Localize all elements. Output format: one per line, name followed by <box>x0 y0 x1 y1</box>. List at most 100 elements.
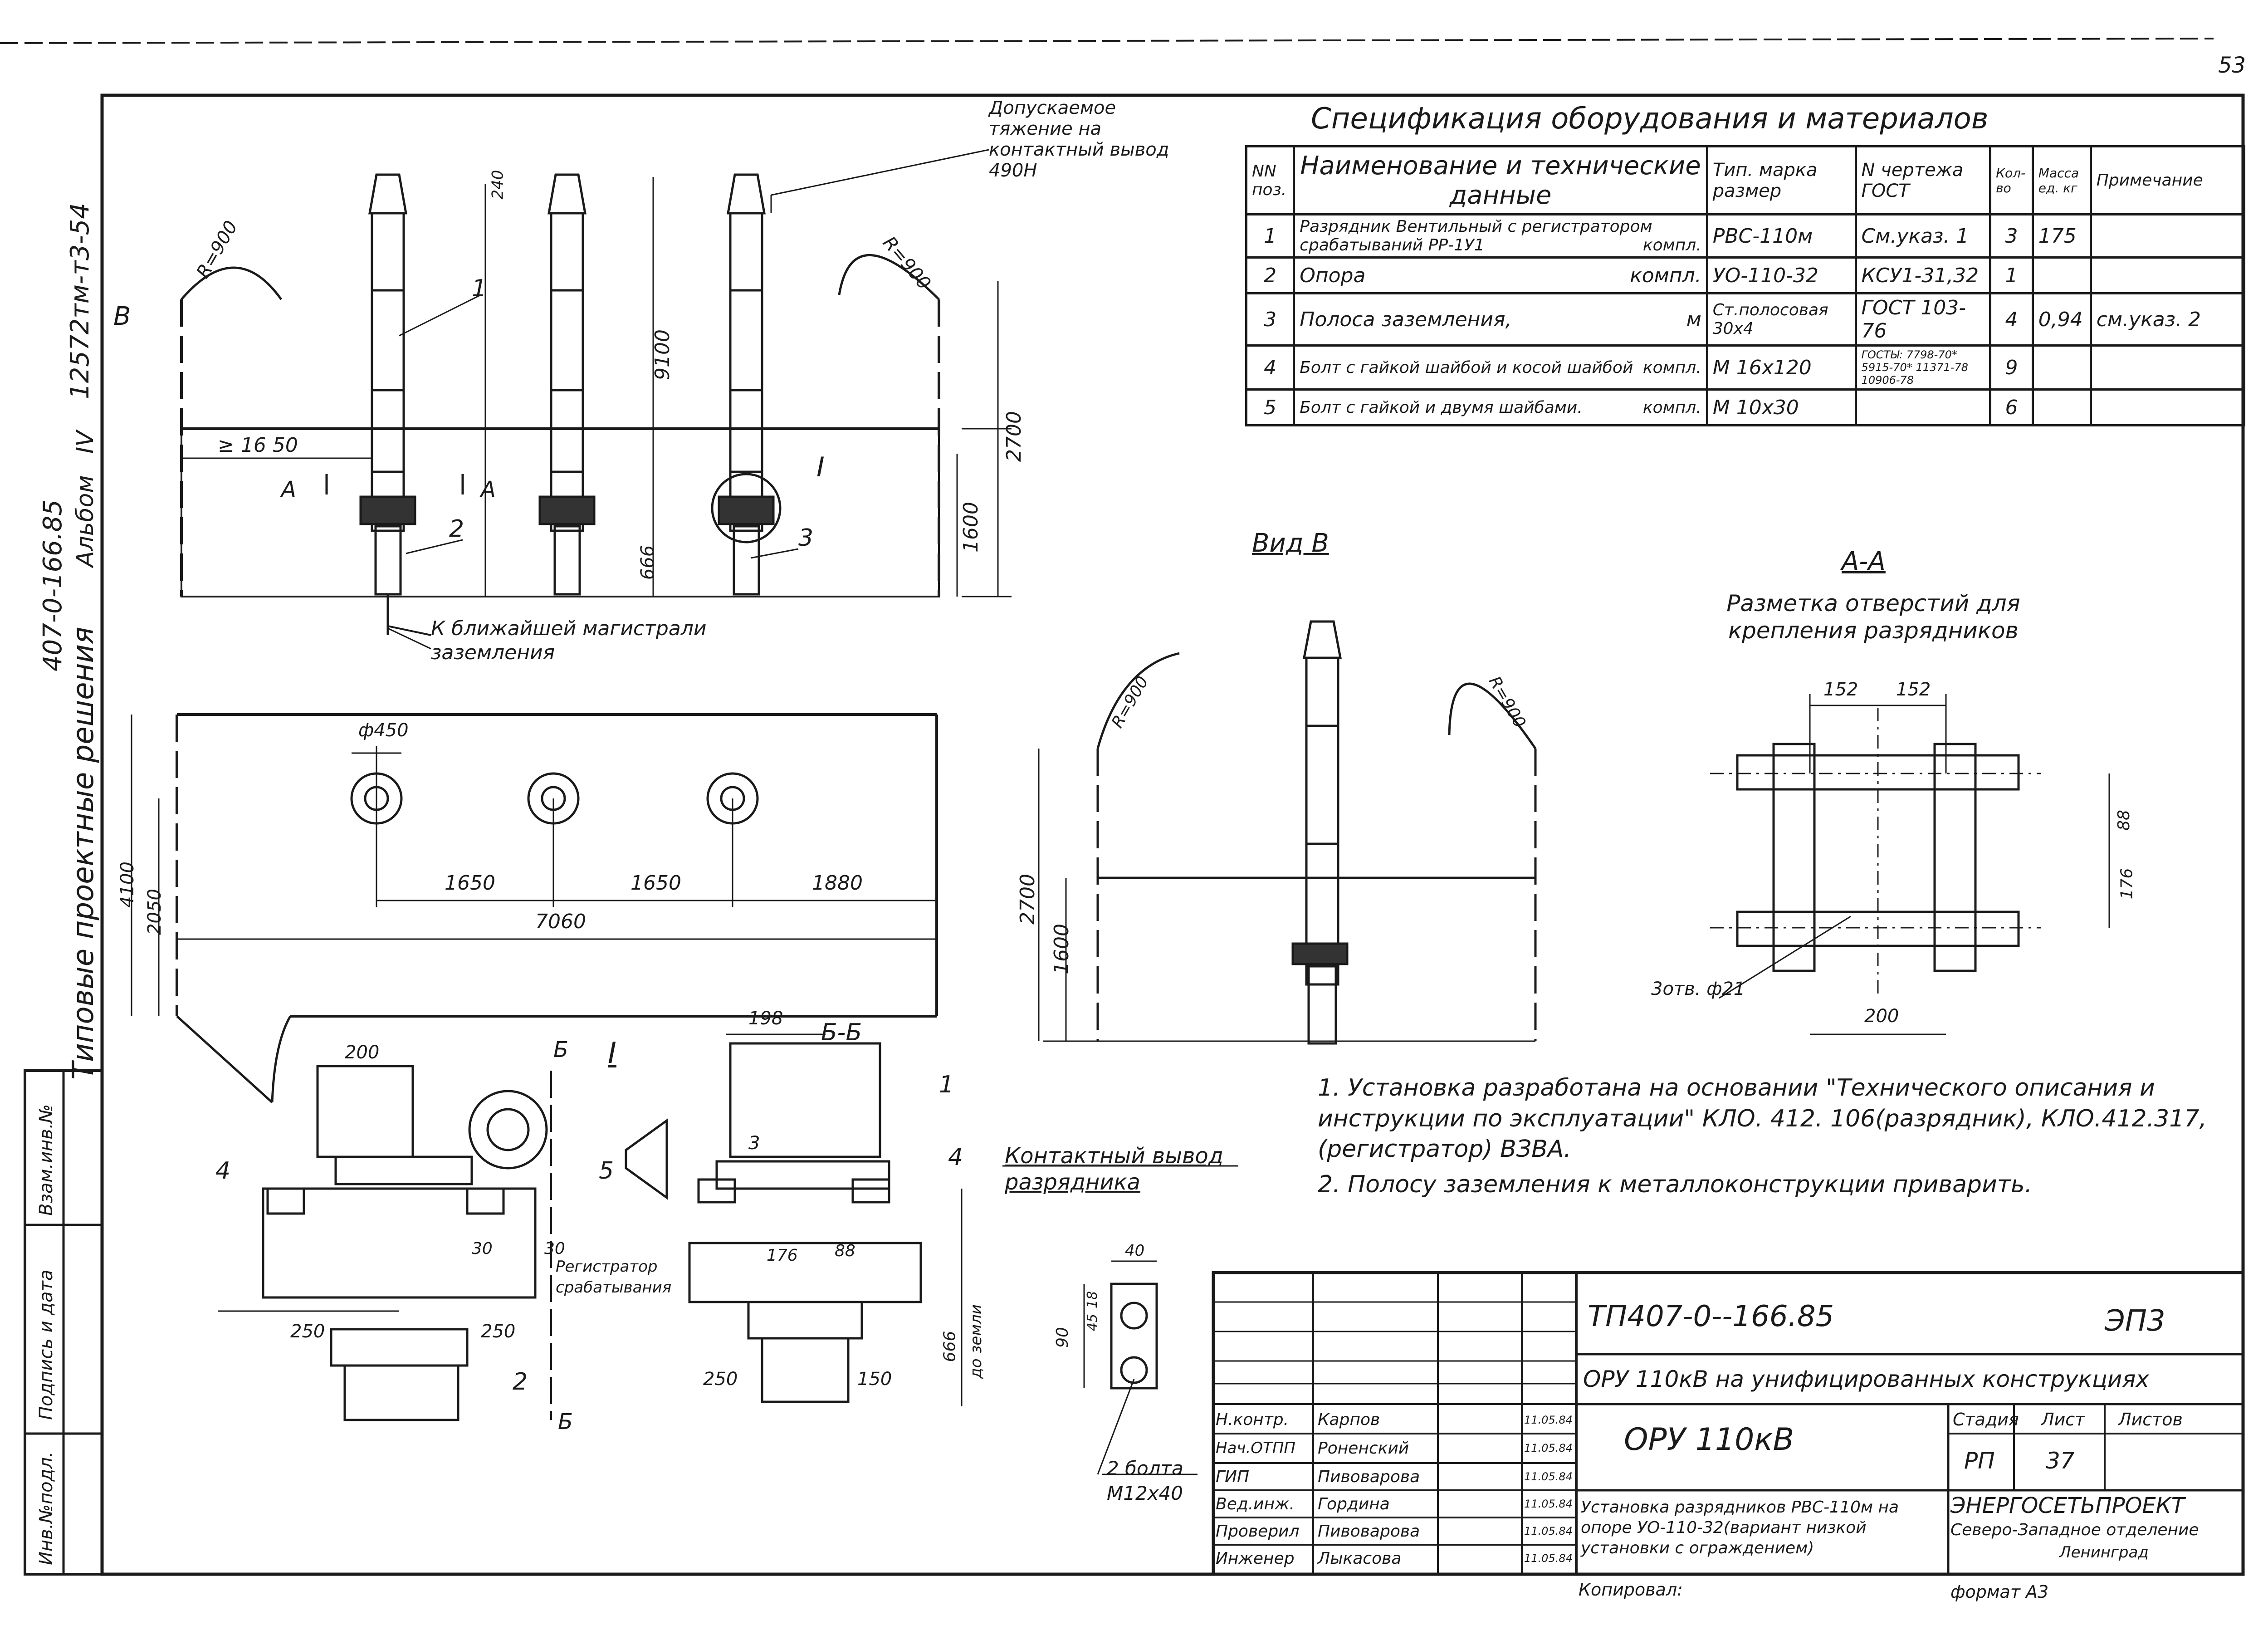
contact-bolts: 2 болта М12х40 <box>1107 1457 1183 1504</box>
plan-dim-2050: 2050 <box>144 889 165 935</box>
object-title: ОРУ 110кВ <box>1624 1422 1794 1458</box>
person-date: 11.05.84 <box>1524 1552 1573 1565</box>
bb-dim-150: 150 <box>857 1369 892 1390</box>
person-role: ГИП <box>1216 1468 1250 1486</box>
section-bb-title: Б-Б <box>821 1019 862 1046</box>
spec-header-note: Примечание <box>2089 145 2246 215</box>
spec-name: Болт с гайкой шайбой и косой шайбой комп… <box>1293 344 1708 391</box>
spec-pos: 4 <box>1245 344 1295 391</box>
spec-doc: См.указ. 1 <box>1854 213 1992 259</box>
aa-holes: 3отв. ф21 <box>1651 979 1745 999</box>
spec-qty: 9 <box>1989 344 2034 391</box>
spec-name: Опора компл. <box>1293 256 1708 294</box>
detail-i-pos-5: 5 <box>599 1157 614 1185</box>
spec-type: М 10х30 <box>1706 388 1857 426</box>
person-name: Роненский <box>1318 1439 1409 1458</box>
copied-label: Копировал: <box>1579 1580 1683 1600</box>
spec-row: 5 Болт с гайкой и двумя шайбами. компл. … <box>1245 388 2246 426</box>
bb-dim-176: 176 <box>767 1246 798 1265</box>
load-callout: Допускаемое тяжение на контактный вывод … <box>989 98 1169 181</box>
contact-title: Контактный вывод разрядника <box>1005 1143 1223 1195</box>
spec-unit: компл. <box>1630 264 1701 287</box>
spec-row: 2 Опора компл. УО-110-32 КСУ1-31,32 1 <box>1245 256 2246 294</box>
spec-unit: компл. <box>1642 398 1701 417</box>
sheets-header: Листов <box>2118 1410 2183 1429</box>
spec-note <box>2089 344 2246 391</box>
doc-section: ЭП3 <box>2105 1304 2165 1338</box>
spec-name: Болт с гайкой и двумя шайбами. компл. <box>1293 388 1708 426</box>
spec-qty: 4 <box>1989 292 2034 347</box>
dim-240: 240 <box>489 170 507 200</box>
stamp-inv-no: Инв.№подл. <box>36 1451 57 1565</box>
view-b-dim-2700: 2700 <box>1016 874 1039 925</box>
section-aa-title: А-А <box>1842 547 1886 576</box>
spec-type: М 16х120 <box>1706 344 1857 391</box>
aa-dim-152b: 152 <box>1896 679 1931 700</box>
plan-view <box>131 713 938 1103</box>
spec-doc: ГОСТЫ: 7798-70* 5915-70* 11371-78 10906-… <box>1854 344 1992 391</box>
note-2: 2. Полосу заземления к металлоконструкци… <box>1318 1171 2033 1198</box>
sheet-corner-number: 53 <box>2218 53 2246 78</box>
spec-mass: 175 <box>2031 213 2092 259</box>
sheet-value: 37 <box>2046 1448 2075 1474</box>
spec-note <box>2089 213 2246 259</box>
spec-title: Спецификация оборудования и материалов <box>1311 102 1989 136</box>
detail-i-dim-30a: 30 <box>472 1239 493 1258</box>
sheet-header: Лист <box>2041 1410 2085 1429</box>
dim-666: 666 <box>637 545 659 580</box>
spec-header-pos: NN поз. <box>1245 145 1295 215</box>
spec-mass <box>2031 344 2092 391</box>
person-date: 11.05.84 <box>1524 1525 1573 1537</box>
spec-pos: 3 <box>1245 292 1295 347</box>
stamp-sign-date: Подпись и дата <box>36 1270 57 1420</box>
person-role: Нач.ОТПП <box>1216 1439 1295 1457</box>
detail-i-pos-4: 4 <box>215 1157 231 1185</box>
aa-dim-176: 176 <box>2117 868 2136 900</box>
detail-i-mark: I <box>816 451 825 483</box>
spec-unit: м <box>1686 308 1701 331</box>
spec-type: УО-110-32 <box>1706 256 1857 294</box>
bb-pos-4: 4 <box>948 1144 963 1171</box>
person-name: Лыкасова <box>1318 1549 1402 1568</box>
album-code: 407-0-166.85 <box>38 499 68 671</box>
title-block <box>1212 1271 2245 1576</box>
bb-pos-1: 1 <box>939 1071 954 1098</box>
person-role: Проверил <box>1216 1522 1300 1541</box>
dim-2700: 2700 <box>1002 411 1026 462</box>
pos-1-label: 1 <box>472 275 487 302</box>
spec-pos: 1 <box>1245 213 1295 259</box>
section-a-left: А <box>281 477 296 502</box>
spec-mass: 0,94 <box>2031 292 2092 347</box>
pos-2-label: 2 <box>449 515 464 543</box>
org-city: Ленинград <box>2059 1543 2149 1562</box>
dim-1650-min: ≥ 16 50 <box>218 434 298 457</box>
bb-pos-3: 3 <box>748 1133 760 1154</box>
aa-dim-88: 88 <box>2114 810 2133 831</box>
person-role: Инженер <box>1216 1549 1295 1568</box>
contact-dim-90: 90 <box>1053 1327 1072 1348</box>
spec-note: см.указ. 2 <box>2089 292 2246 347</box>
spec-doc: КСУ1-31,32 <box>1854 256 1992 294</box>
section-a-right: А <box>481 477 496 502</box>
aa-dim-152a: 152 <box>1823 679 1858 700</box>
ground-note: К ближайшей магистрали заземления <box>431 617 707 664</box>
stamp-replace-inv: Взам.инв.№ <box>36 1104 57 1216</box>
plan-dim-450: ф450 <box>358 720 409 741</box>
pos-3-label: 3 <box>798 524 814 552</box>
person-name: Карпов <box>1318 1410 1380 1429</box>
view-b <box>1038 620 1537 1045</box>
series-name: Типовые проектные решения <box>67 627 100 1080</box>
archive-number: 12572тм-т3-54 <box>65 203 95 399</box>
org-name: ЭНЕРГОСЕТЬПРОЕКТ <box>1950 1493 2185 1518</box>
note-1: 1. Установка разработана на основании "Т… <box>1318 1074 2207 1163</box>
person-date: 11.05.84 <box>1524 1414 1573 1426</box>
bb-dim-250: 250 <box>703 1369 738 1390</box>
plan-dim-1650a: 1650 <box>445 871 495 895</box>
stage-header: Стадия <box>1953 1410 2019 1429</box>
format-label: формат А3 <box>1950 1582 2049 1602</box>
view-b-arrow-label: В <box>113 302 131 331</box>
dim-1600: 1600 <box>959 502 982 553</box>
person-role: Вед.инж. <box>1216 1495 1295 1513</box>
spec-header-mass: Масса ед. кг <box>2031 145 2092 215</box>
